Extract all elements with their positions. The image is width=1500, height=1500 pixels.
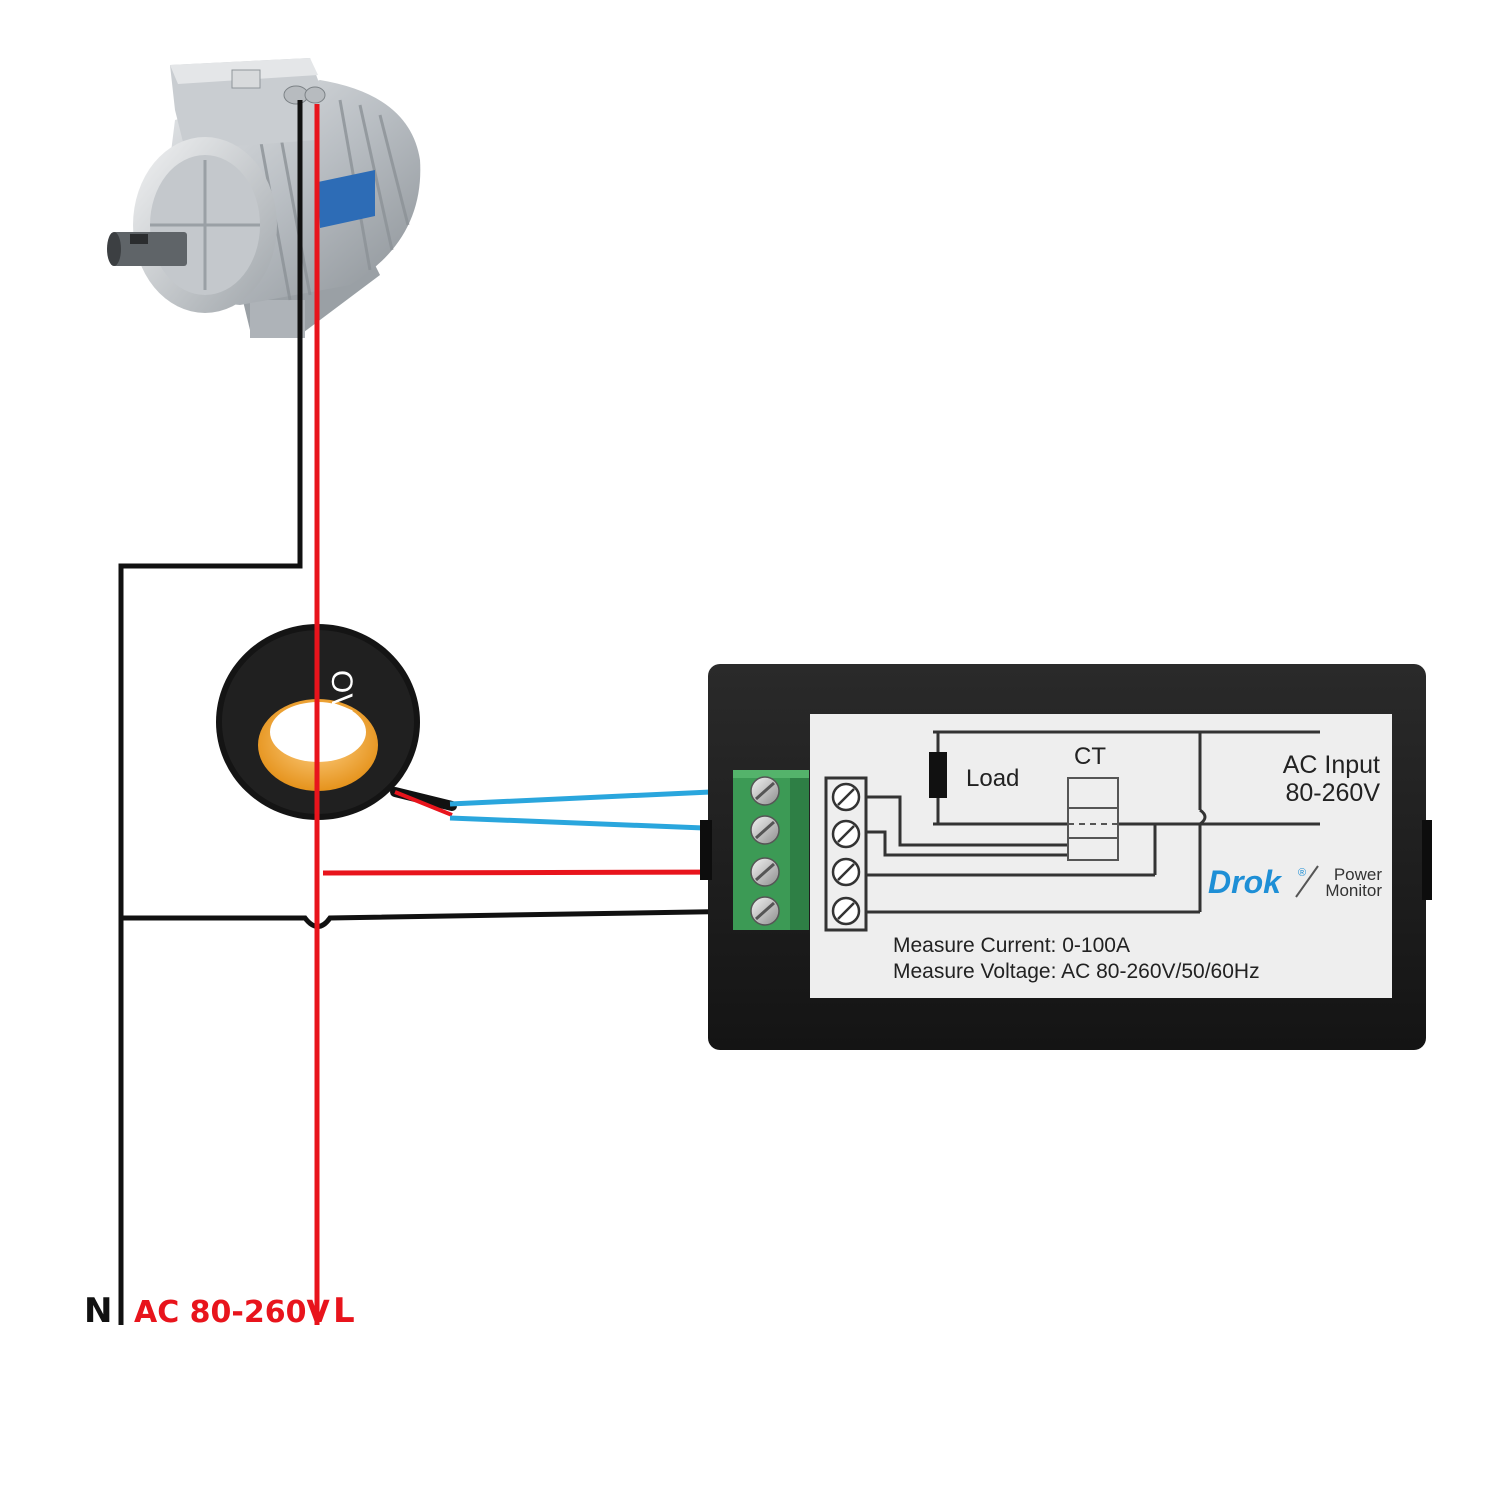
brand-divider bbox=[1295, 865, 1319, 898]
ct-label: CT bbox=[1074, 743, 1106, 770]
panel-schematic bbox=[865, 730, 1320, 914]
ac-input-label: AC Input bbox=[1283, 751, 1380, 779]
brand-logo: Drok bbox=[1208, 864, 1283, 900]
product-name-line1: Power bbox=[1334, 865, 1383, 884]
terminal-block bbox=[733, 770, 809, 930]
three-phase-motor-icon bbox=[107, 58, 421, 338]
panel-terminal-symbols bbox=[824, 776, 868, 932]
ct-symbol-icon bbox=[1067, 777, 1119, 861]
power-meter: Load CT AC Input 80-260V Drok ® Power Mo… bbox=[700, 664, 1432, 1050]
spec-current: Measure Current: 0-100A bbox=[893, 934, 1130, 957]
current-transformer-icon: OV bbox=[216, 620, 457, 820]
ac-input-range: 80-260V bbox=[1285, 779, 1380, 807]
ct-marking: OV bbox=[325, 670, 358, 713]
line-label: L bbox=[333, 1291, 355, 1331]
spec-voltage: Measure Voltage: AC 80-260V/50/60Hz bbox=[893, 960, 1260, 983]
supply-voltage-label: AC 80-260V bbox=[134, 1295, 331, 1330]
load-label: Load bbox=[966, 765, 1019, 792]
brand-registered-mark: ® bbox=[1298, 867, 1306, 879]
product-name-line2: Monitor bbox=[1325, 881, 1382, 900]
neutral-label: N bbox=[84, 1291, 112, 1331]
screw-terminal-icon bbox=[750, 776, 780, 926]
load-resistor-icon bbox=[929, 752, 947, 798]
